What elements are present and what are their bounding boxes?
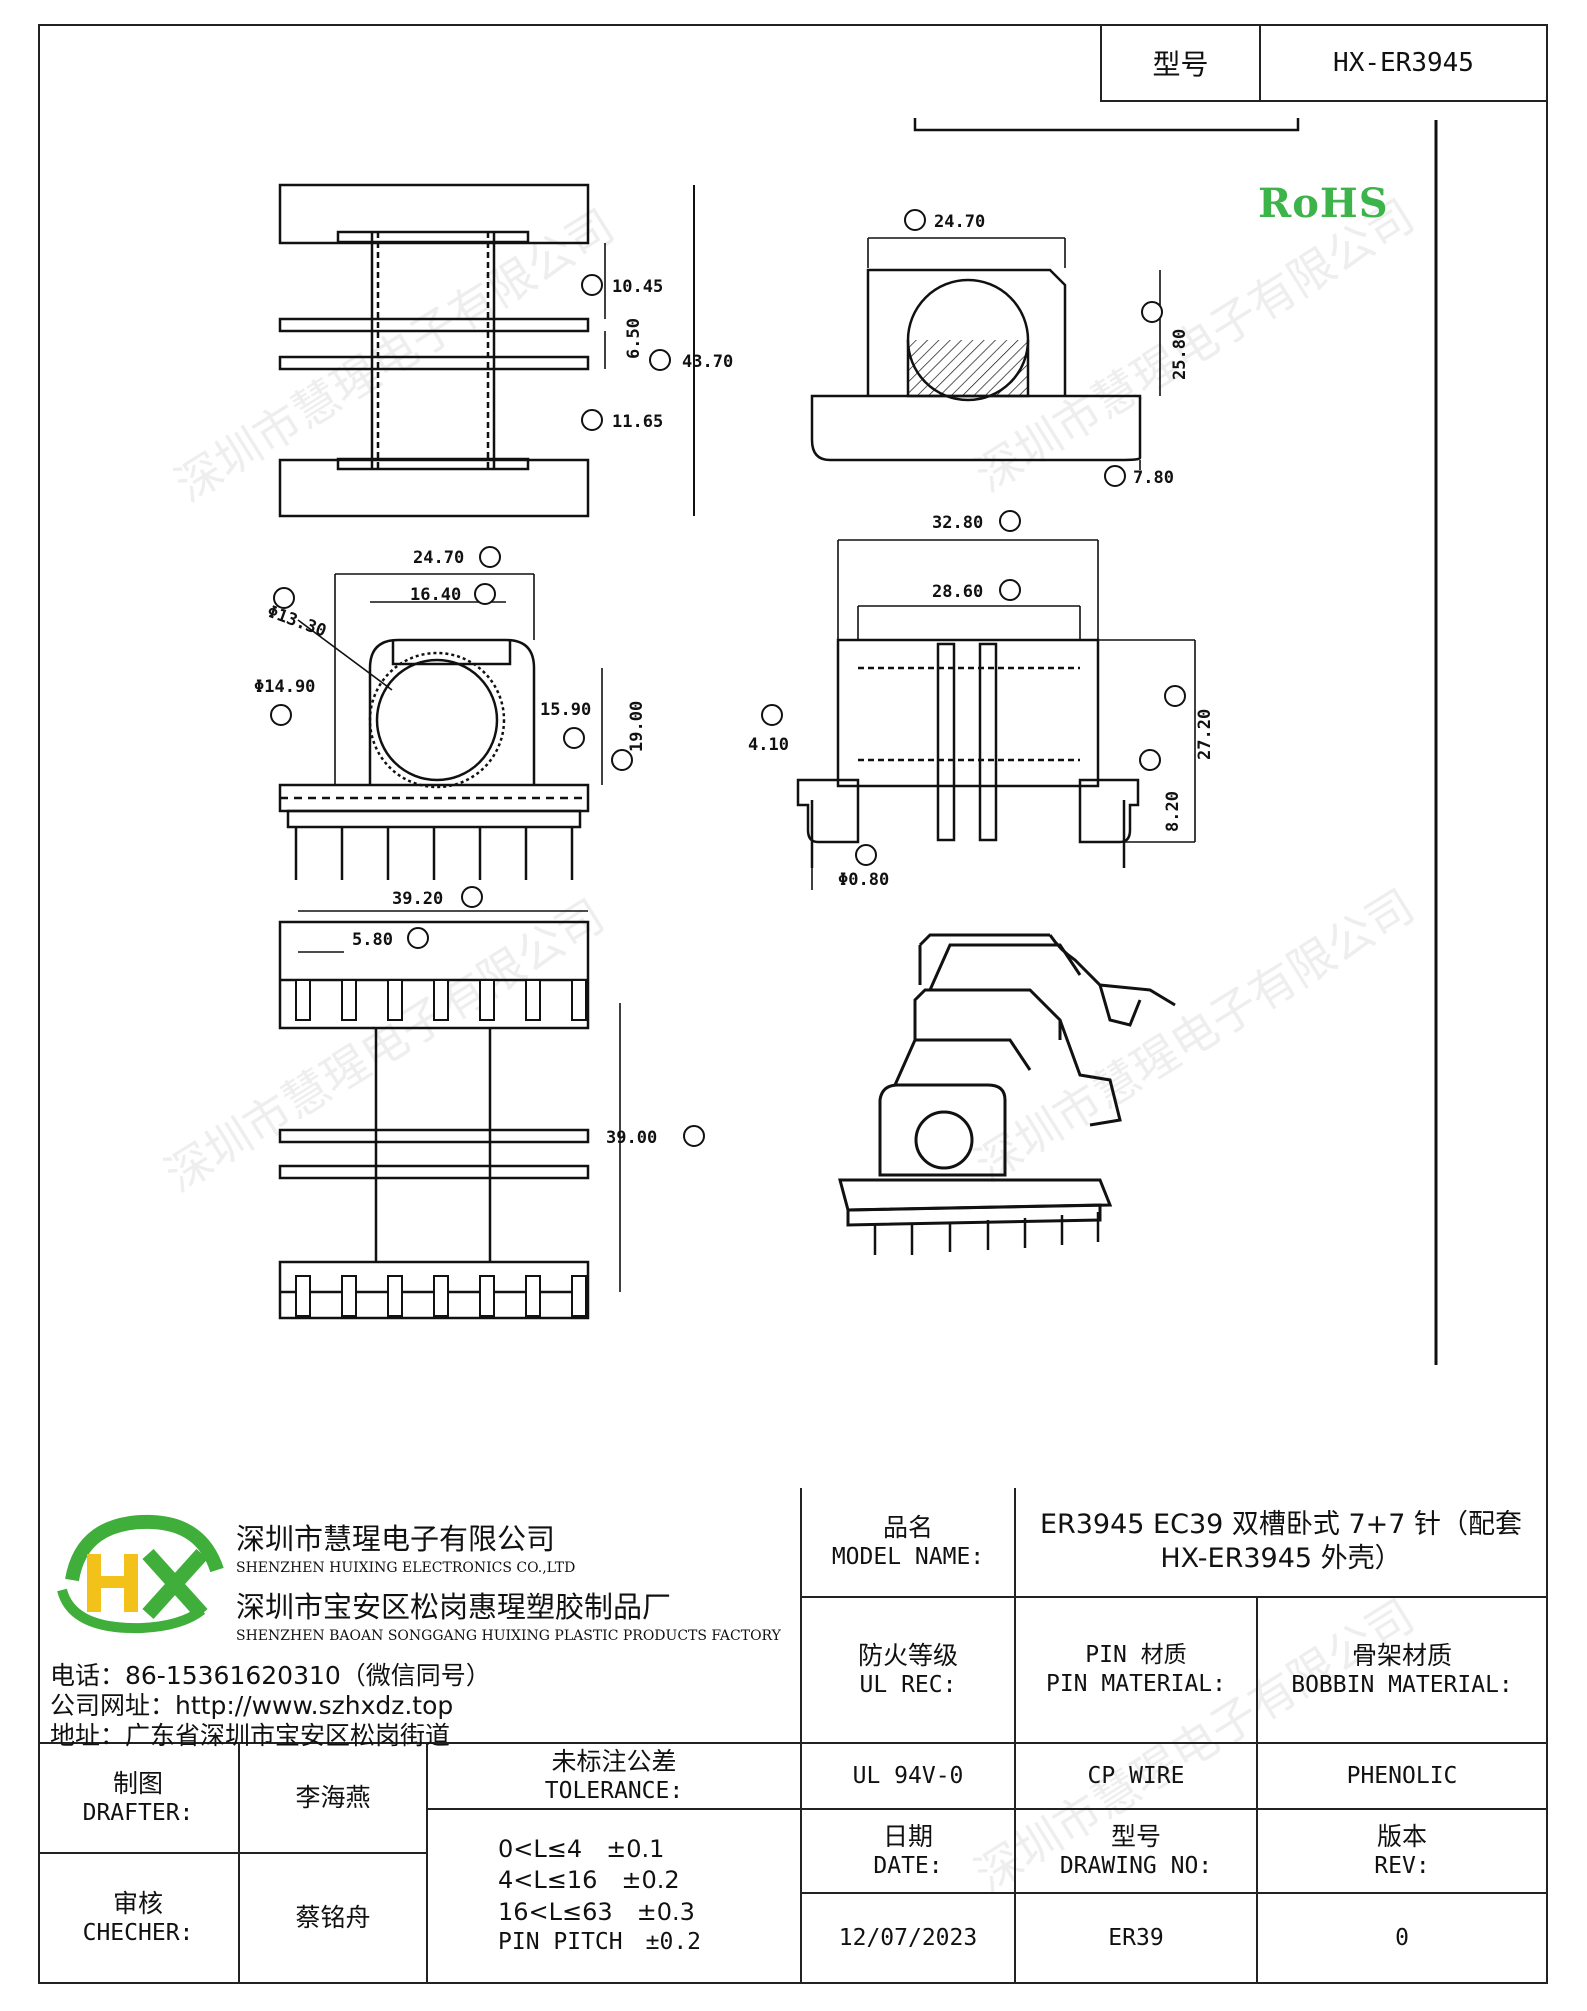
dim-a: 10.45	[612, 277, 663, 297]
model-name-value: ER3945 EC39 双槽卧式 7+7 针（配套 HX-ER3945 外壳）	[1016, 1488, 1548, 1598]
bobbin-material-value: PHENOLIC	[1258, 1744, 1548, 1810]
dim-i-dia: Φ14.90	[254, 677, 315, 697]
model-header-box: 型号 HX-ER3945	[1100, 24, 1548, 102]
company-website: 公司网址：http://www.szhxdz.top	[50, 1691, 454, 1720]
factory-name-en: SHENZHEN BAOAN SONGGANG HUIXING PLASTIC …	[236, 1628, 781, 1644]
dim-u-dia: Φ0.80	[838, 870, 889, 890]
dim-c: 11.65	[612, 412, 663, 432]
dim-p: 32.80	[932, 513, 983, 533]
dim-b: 6.50	[624, 318, 644, 359]
company-name-en: SHENZHEN HUIXING ELECTRONICS CO.,LTD	[236, 1560, 576, 1576]
dim-h-dia: Φ13.30	[264, 602, 329, 642]
front-view	[278, 573, 603, 880]
fire-rating-label: 防火等级 UL REC:	[802, 1598, 1016, 1744]
dim-w: 39.20	[392, 889, 443, 909]
dim-n: 4.10	[748, 735, 789, 755]
model-header-value: HX-ER3945	[1333, 48, 1474, 78]
factory-name-cn: 深圳市宝安区松岗惠瑆塑胶制品厂	[236, 1590, 672, 1624]
dim-g: 7.80	[1133, 468, 1174, 488]
dim-l: 15.90	[540, 700, 591, 720]
company-name-cn: 深圳市慧瑆电子有限公司	[236, 1522, 556, 1556]
checker-name: 蔡铭舟	[240, 1854, 428, 1984]
section-view	[796, 539, 1196, 890]
dim-e: 24.70	[934, 212, 985, 232]
drawing-no-label: 型号 DRAWING NO:	[1016, 1810, 1258, 1894]
model-header-label: 型号	[1102, 26, 1261, 100]
company-info: 深圳市慧瑆电子有限公司 SHENZHEN HUIXING ELECTRONICS…	[38, 1488, 802, 1750]
dim-j: 24.70	[413, 548, 464, 568]
title-block: 深圳市慧瑆电子有限公司 SHENZHEN HUIXING ELECTRONICS…	[38, 1488, 1548, 1984]
dim-s: 8.20	[1163, 791, 1183, 832]
dim-m: 19.00	[627, 701, 647, 752]
pin-material-value: CP WIRE	[1016, 1744, 1258, 1810]
company-phone: 电话：86-15361620310（微信同号）	[50, 1661, 491, 1690]
drafter-name: 李海燕	[240, 1744, 428, 1854]
side-view	[278, 183, 695, 518]
dim-y: 39.00	[606, 1128, 657, 1148]
tolerance-table: 0<L≤4 ±0.1 4<L≤16 ±0.2 16<L≤63 ±0.3 PIN …	[428, 1810, 802, 1984]
revision-label: 版本 REV:	[1258, 1810, 1548, 1894]
drafter-label: 制图 DRAFTER:	[38, 1744, 240, 1854]
dim-k: 16.40	[410, 585, 461, 605]
rohs-mark: RoHS	[1258, 180, 1389, 227]
date-value: 12/07/2023	[802, 1894, 1016, 1984]
bobbin-material-label: 骨架材质 BOBBIN MATERIAL:	[1258, 1598, 1548, 1744]
end-view	[810, 237, 1161, 470]
model-name-label: 品名 MODEL NAME:	[802, 1488, 1016, 1598]
company-address: 地址：广东省深圳市宝安区松岗街道	[50, 1721, 451, 1750]
dim-f: 25.80	[1170, 329, 1190, 380]
dim-v: 5.80	[352, 930, 393, 950]
dim-d: 43.70	[682, 352, 733, 372]
fire-rating-value: UL 94V-0	[802, 1744, 1016, 1810]
dim-r: 28.60	[932, 582, 983, 602]
revision-value: 0	[1258, 1894, 1548, 1984]
dim-t: 27.20	[1195, 709, 1215, 760]
bottom-view	[278, 910, 621, 1320]
pin-material-label: PIN 材质 PIN MATERIAL:	[1016, 1598, 1258, 1744]
checker-label: 审核 CHECHER:	[38, 1854, 240, 1984]
date-label: 日期 DATE:	[802, 1810, 1016, 1894]
company-logo	[57, 1514, 224, 1634]
drawing-no-value: ER39	[1016, 1894, 1258, 1984]
tolerance-label: 未标注公差 TOLERANCE:	[428, 1744, 802, 1810]
technical-drawing: 10.45 6.50 43.70 11.65 24.70 25.80 7.80	[254, 118, 1438, 1365]
isometric-view	[838, 933, 1176, 1255]
